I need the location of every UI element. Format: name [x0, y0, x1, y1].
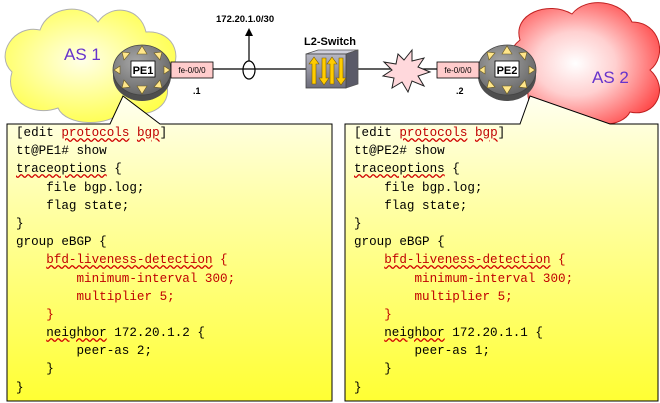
- interface-label-pe2: fe-0/0/0: [444, 66, 472, 75]
- host-label-pe1: .1: [193, 86, 201, 96]
- interface-box-pe1: [170, 61, 214, 79]
- config-line: bfd-liveness-detection {: [384, 253, 566, 268]
- router-label-pe1: PE1: [133, 65, 154, 77]
- config-line: multiplier 5;: [16, 289, 175, 304]
- as2-label: AS 2: [592, 68, 629, 87]
- config-line: }: [354, 380, 362, 395]
- config-line: }: [354, 362, 392, 377]
- config-line: [edit protocols bgp]: [354, 126, 506, 140]
- config-line: minimum-interval 300;: [354, 271, 574, 286]
- config-line: }: [16, 362, 54, 377]
- router-label-pe2: PE2: [497, 65, 518, 77]
- subnet-label: 172.20.1.0/30: [216, 14, 274, 25]
- config-line: group eBGP {: [354, 235, 445, 250]
- switch-icon: [305, 49, 359, 89]
- config-line: traceoptions {: [16, 162, 122, 177]
- interface-box-pe2: [436, 61, 480, 79]
- router-icon-pe2: [477, 44, 537, 101]
- as1-label: AS 1: [64, 45, 101, 64]
- config-line: neighbor 172.20.1.2 {: [46, 326, 205, 341]
- config-line: file bgp.log;: [354, 180, 483, 195]
- link-tap-ring: [242, 60, 256, 80]
- config-callout-pe2: [344, 95, 659, 402]
- config-line: minimum-interval 300;: [16, 271, 236, 286]
- config-line: file bgp.log;: [16, 180, 145, 195]
- router-icon-pe1: [112, 44, 172, 101]
- config-line: traceoptions {: [354, 162, 460, 177]
- interface-label-pe1: fe-0/0/0: [178, 66, 206, 75]
- config-text-pe2: [edit protocols bgp] tt@PE2# show traceo…: [354, 124, 654, 401]
- host-label-pe2: .2: [456, 86, 464, 96]
- config-callout-pe1: [6, 95, 333, 402]
- config-line: peer-as 2;: [16, 344, 153, 359]
- config-line: }: [354, 307, 392, 322]
- explosion-icon: [381, 48, 432, 94]
- config-line: }: [16, 307, 54, 322]
- config-text-pe1: [edit protocols bgp] tt@PE1# show traceo…: [16, 124, 328, 401]
- config-line: flag state;: [16, 198, 130, 213]
- config-line: [edit protocols bgp]: [16, 126, 168, 140]
- as2-cloud: [506, 2, 660, 125]
- config-line: multiplier 5;: [354, 289, 513, 304]
- config-line: neighbor 172.20.1.1 {: [384, 326, 543, 341]
- config-line: bfd-liveness-detection {: [46, 253, 228, 268]
- config-line: tt@PE2# show: [354, 144, 445, 159]
- switch-label: L2-Switch: [304, 36, 356, 48]
- config-line: flag state;: [354, 198, 468, 213]
- config-line: peer-as 1;: [354, 344, 491, 359]
- config-line: tt@PE1# show: [16, 144, 107, 159]
- config-line: }: [16, 216, 24, 231]
- config-line: }: [16, 380, 24, 395]
- config-line: }: [354, 216, 362, 231]
- config-line: group eBGP {: [16, 235, 107, 250]
